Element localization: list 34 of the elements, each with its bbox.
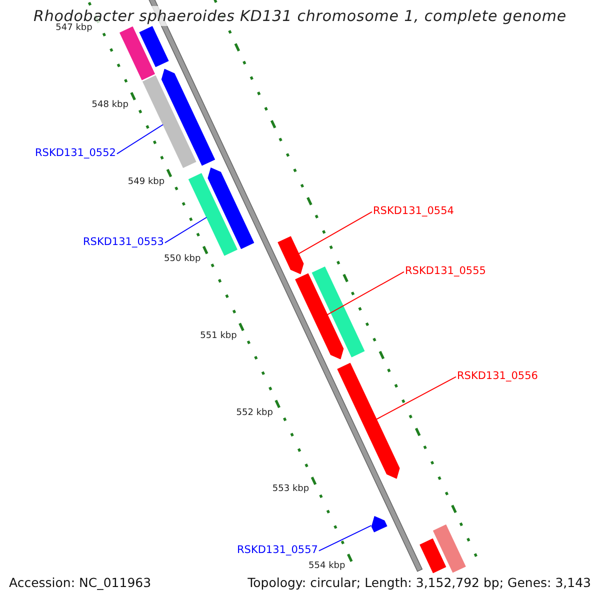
- gene-label: RSKD131_0557: [237, 545, 318, 557]
- scale-label: 551 kbp: [200, 332, 237, 342]
- scale-label: 553 kbp: [272, 485, 310, 496]
- scale-label: 550 kbp: [164, 254, 201, 265]
- info-text: Topology: circular; Length: 3,152,792 bp; Genes: 3,143: [248, 576, 591, 590]
- scale-label: 549 kbp: [128, 178, 165, 188]
- leader-line: [376, 376, 456, 420]
- gene-feature: [371, 516, 388, 532]
- gene-feature: [161, 68, 216, 166]
- leader-line: [164, 216, 208, 244]
- gene-bar: [420, 538, 446, 574]
- scale-label: 554 kbp: [308, 562, 346, 572]
- gene-label: RSKD131_0556: [457, 371, 538, 383]
- gene-label: RSKD131_0553: [83, 237, 164, 249]
- gene-label: RSKD131_0555: [405, 266, 486, 278]
- leader-line: [326, 271, 404, 316]
- info-text: Accession: NC_011963: [9, 576, 152, 590]
- gene-label: RSKD131_0552: [35, 148, 116, 160]
- gene-bar: [312, 266, 365, 358]
- scale-label: 552 kbp: [236, 408, 273, 418]
- gene-feature: [295, 273, 344, 360]
- gene-bar: [433, 524, 466, 573]
- gene-bar: [139, 26, 169, 68]
- gene-feature: [278, 236, 304, 274]
- leader-line: [116, 124, 164, 154]
- scale-label: 548 kbp: [92, 100, 128, 111]
- gene-label: RSKD131_0554: [373, 206, 454, 218]
- leader-line: [298, 211, 372, 254]
- gene-feature: [208, 168, 254, 249]
- leader-line: [318, 525, 372, 552]
- gene-bar: [188, 173, 238, 256]
- gene-bar: [142, 75, 196, 168]
- gene-feature: [337, 362, 400, 479]
- gene-bar: [120, 26, 155, 80]
